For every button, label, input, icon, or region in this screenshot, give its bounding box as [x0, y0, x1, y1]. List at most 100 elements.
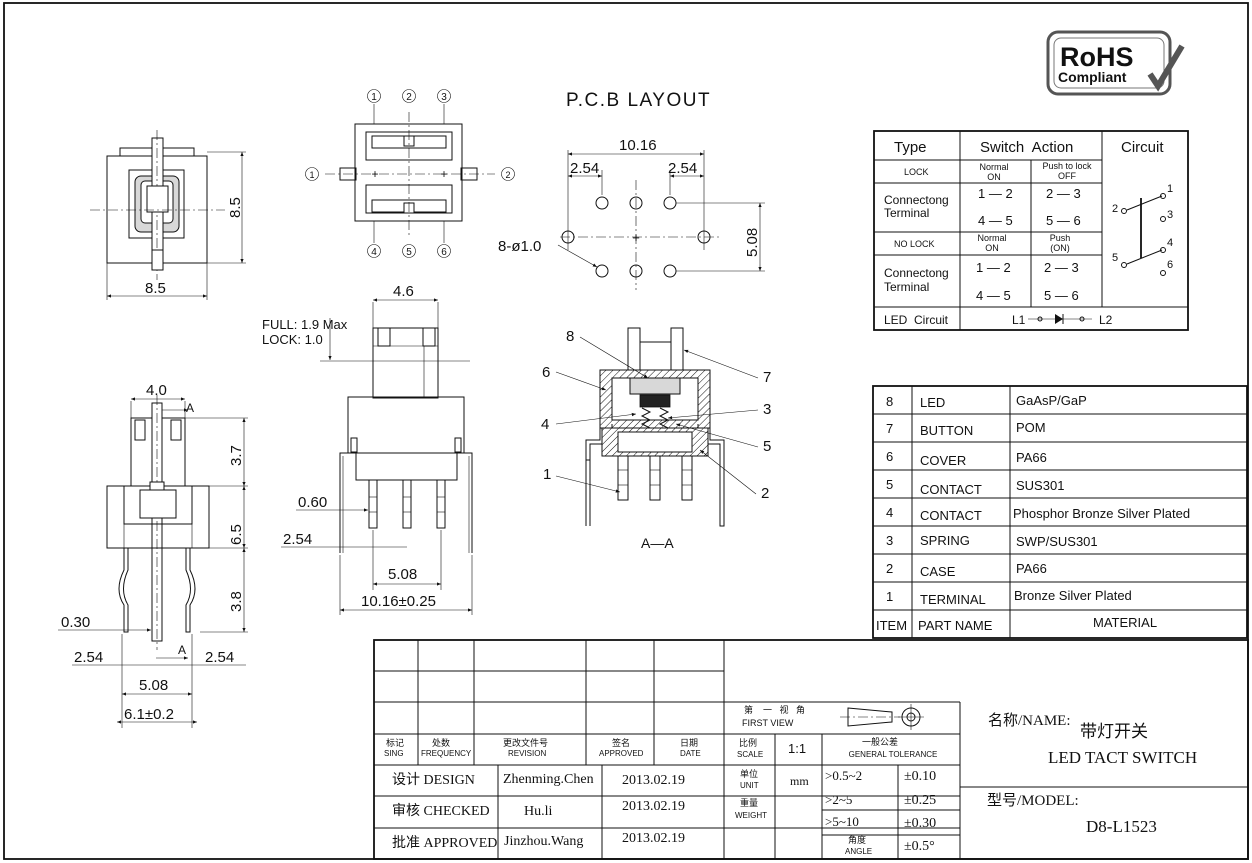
svg-text:COVER: COVER [920, 453, 966, 468]
side-span-dim: 5.08 [388, 566, 417, 583]
svg-text:Phosphor Bronze Silver Plated: Phosphor Bronze Silver Plated [1013, 506, 1190, 521]
svg-text:更改文件号: 更改文件号 [503, 737, 548, 748]
svg-text:重量: 重量 [740, 797, 758, 808]
svg-text:名称/NAME:: 名称/NAME: [988, 712, 1071, 729]
section-label: A—A [641, 535, 674, 551]
front-h3-dim: 3.8 [228, 591, 245, 612]
svg-text:PA66: PA66 [1016, 450, 1047, 465]
front-right-dim: 2.54 [205, 649, 234, 666]
pcb-layout: P.C.B LAYOUT 10.16 2.54 2.54 + 5.08 8-ø1… [498, 90, 765, 290]
svg-text:设计 DESIGN: 设计 DESIGN [392, 772, 475, 788]
svg-text:DATE: DATE [680, 749, 701, 758]
svg-text:2 — 3: 2 — 3 [1044, 260, 1079, 275]
svg-text:5: 5 [886, 477, 893, 492]
svg-text:6: 6 [886, 449, 893, 464]
svg-text:+: + [440, 167, 447, 181]
svg-text:1: 1 [309, 170, 314, 180]
svg-text:6: 6 [441, 247, 447, 258]
svg-text:Push: Push [1050, 233, 1071, 243]
side-pitch-dim: 2.54 [283, 531, 312, 548]
svg-text:4: 4 [541, 416, 549, 433]
svg-text:A: A [186, 401, 194, 415]
front-left-dim: 2.54 [74, 649, 103, 666]
pin-view: + + 1 2 3 4 5 6 1 2 [305, 89, 515, 258]
svg-text:3: 3 [763, 401, 771, 418]
svg-text:2: 2 [1112, 203, 1118, 215]
svg-text:1: 1 [371, 92, 377, 103]
svg-text:Jinzhou.Wang: Jinzhou.Wang [504, 834, 583, 849]
svg-text:mm: mm [790, 774, 809, 788]
svg-text:3: 3 [886, 533, 893, 548]
svg-text:Connectong: Connectong [884, 193, 949, 207]
svg-text:Zhenming.Chen: Zhenming.Chen [503, 772, 594, 787]
stroke-full-note: FULL: 1.9 Max [262, 317, 348, 332]
front-top-dim: 4.0 [146, 382, 167, 399]
svg-text:7: 7 [763, 369, 771, 386]
pcb-hole-dim: 8-ø1.0 [498, 238, 541, 255]
svg-text:ON: ON [985, 243, 999, 253]
svg-text:审核 CHECKED: 审核 CHECKED [392, 803, 490, 819]
svg-text:LED Circuit: LED Circuit [884, 313, 949, 327]
svg-text:2013.02.19: 2013.02.19 [622, 799, 685, 814]
svg-text:>2~5: >2~5 [825, 792, 852, 807]
svg-text:Normal: Normal [979, 162, 1008, 172]
svg-text:4 — 5: 4 — 5 [978, 213, 1013, 228]
svg-text:CONTACT: CONTACT [920, 508, 982, 523]
svg-text:TERMINAL: TERMINAL [920, 592, 986, 607]
front-h2-dim: 6.5 [228, 524, 245, 545]
svg-text:±0.30: ±0.30 [904, 816, 936, 831]
svg-text:签名: 签名 [612, 737, 630, 748]
svg-text:日期: 日期 [680, 738, 698, 748]
svg-text:5: 5 [763, 438, 771, 455]
svg-text:2013.02.19: 2013.02.19 [622, 831, 685, 846]
top-view-height-dim: 8.5 [227, 197, 244, 218]
svg-text:PART NAME: PART NAME [918, 618, 993, 633]
svg-text:L1: L1 [1012, 313, 1026, 327]
svg-text:+: + [632, 230, 640, 245]
svg-text:Push to lock: Push to lock [1042, 161, 1092, 171]
svg-text:SWP/SUS301: SWP/SUS301 [1016, 534, 1098, 549]
svg-text:>5~10: >5~10 [825, 814, 859, 829]
svg-text:LED: LED [920, 395, 945, 410]
svg-text:A: A [178, 643, 186, 657]
svg-text:1: 1 [543, 466, 551, 483]
svg-text:8: 8 [886, 394, 893, 409]
svg-text:>0.5~2: >0.5~2 [825, 768, 862, 783]
svg-text:Terminal: Terminal [884, 206, 929, 220]
svg-text:D8-L1523: D8-L1523 [1086, 817, 1157, 836]
pcb-height-dim: 5.08 [744, 228, 761, 257]
svg-text:2013.02.19: 2013.02.19 [622, 773, 685, 788]
side-total-dim: 10.16±0.25 [361, 593, 436, 610]
svg-text:1:1: 1:1 [788, 741, 806, 756]
svg-text:(ON): (ON) [1050, 243, 1070, 253]
svg-text:3: 3 [1167, 209, 1173, 221]
svg-text:5: 5 [406, 247, 412, 258]
svg-text:WEIGHT: WEIGHT [735, 811, 767, 820]
svg-text:Bronze Silver Plated: Bronze Silver Plated [1014, 588, 1132, 603]
svg-text:Circuit: Circuit [1121, 139, 1164, 156]
svg-text:5: 5 [1112, 252, 1118, 264]
svg-text:2: 2 [761, 485, 769, 502]
svg-text:Compliant: Compliant [1058, 69, 1127, 85]
front-total-dim: 6.1±0.2 [124, 706, 174, 723]
svg-text:2 — 3: 2 — 3 [1046, 186, 1081, 201]
svg-text:带灯开关: 带灯开关 [1080, 722, 1148, 741]
svg-text:ON: ON [987, 172, 1001, 182]
svg-text:±0.10: ±0.10 [904, 769, 936, 784]
svg-text:Switch Action: Switch Action [980, 139, 1073, 156]
svg-text:SUS301: SUS301 [1016, 478, 1064, 493]
svg-text:Hu.li: Hu.li [524, 804, 553, 819]
svg-text:6: 6 [1167, 259, 1173, 271]
svg-text:8: 8 [566, 328, 574, 345]
svg-text:L2: L2 [1099, 313, 1113, 327]
svg-text:LOCK: LOCK [904, 167, 929, 177]
svg-text:REVISION: REVISION [508, 749, 546, 758]
svg-text:4: 4 [371, 247, 377, 258]
svg-text:5 — 6: 5 — 6 [1046, 213, 1081, 228]
svg-text:UNIT: UNIT [740, 781, 759, 790]
svg-text:1: 1 [1167, 183, 1173, 195]
svg-text:FIRST VIEW: FIRST VIEW [742, 718, 794, 728]
svg-text:4: 4 [886, 505, 893, 520]
